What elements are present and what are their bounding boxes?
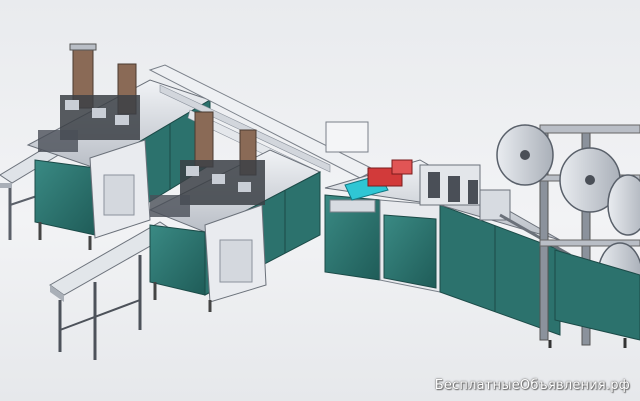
upper-forming-machine <box>26 43 212 250</box>
watermark-text: БесплатныеОбъявления.рф <box>434 378 630 393</box>
transfer-rail <box>148 64 377 181</box>
sealing-line <box>324 159 571 336</box>
material-reels <box>496 124 640 348</box>
lower-forming-machine <box>49 111 322 360</box>
